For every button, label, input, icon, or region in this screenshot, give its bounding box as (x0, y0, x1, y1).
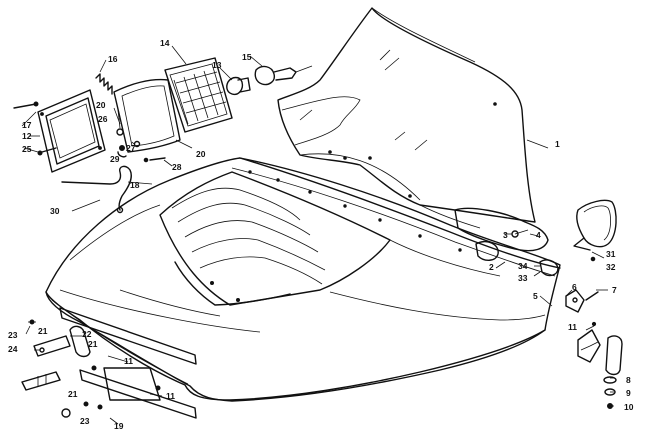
callout-21-center: 21 (88, 339, 98, 349)
headlight-lens (164, 57, 233, 133)
headlight-bezel (37, 89, 106, 173)
callout-12: 12 (22, 131, 32, 141)
hood (45, 157, 561, 402)
callout-2: 2 (489, 262, 494, 272)
callout-7: 7 (612, 285, 617, 295)
callout-26: 26 (98, 114, 108, 124)
wire-harness (61, 165, 132, 214)
callout-20-upper: 20 (96, 100, 106, 110)
callout-6: 6 (572, 282, 577, 292)
callout-16: 16 (108, 54, 118, 64)
callout-5: 5 (533, 291, 538, 301)
callout-labels: 1 2 3 4 5 6 7 8 9 10 11 11 11 12 13 14 1… (8, 38, 634, 431)
hinge-bracket-right (565, 289, 623, 409)
callout-11-lower: 11 (166, 391, 175, 401)
callout-15: 15 (242, 52, 252, 62)
callout-34: 34 (518, 261, 528, 271)
callout-21-lower: 21 (68, 389, 78, 399)
callout-23-upper: 23 (8, 330, 18, 340)
callout-17: 17 (22, 120, 32, 130)
callout-30: 30 (50, 206, 60, 216)
callout-8: 8 (626, 375, 631, 385)
callout-29: 29 (110, 154, 120, 164)
callout-27: 27 (126, 143, 136, 153)
headlight-screws (13, 101, 57, 156)
hinge-bracket-left (21, 307, 197, 419)
callout-31: 31 (606, 249, 616, 259)
callout-22: 22 (82, 329, 92, 339)
mirror-right (573, 199, 617, 262)
callout-23-lower: 23 (80, 416, 90, 426)
callout-10: 10 (624, 402, 634, 412)
callout-32: 32 (606, 262, 616, 272)
headlight-gasket (113, 78, 181, 153)
callout-28: 28 (172, 162, 182, 172)
callout-9: 9 (626, 388, 631, 398)
leader-lines (21, 45, 614, 425)
callout-11-center: 11 (124, 356, 133, 366)
callout-1: 1 (555, 139, 560, 149)
mirror-left (454, 207, 559, 277)
callout-25: 25 (22, 144, 32, 154)
callout-4: 4 (536, 230, 541, 240)
callout-33: 33 (518, 273, 528, 283)
callout-24: 24 (8, 344, 18, 354)
callout-19: 19 (114, 421, 124, 431)
callout-3: 3 (503, 230, 508, 240)
callout-18: 18 (130, 180, 140, 190)
callout-21-upper: 21 (38, 326, 48, 336)
callout-11-right: 11 (568, 322, 577, 332)
callout-14: 14 (160, 38, 170, 48)
headlight-spring (95, 73, 113, 95)
callout-20-lower: 20 (196, 149, 206, 159)
callout-13: 13 (212, 60, 222, 70)
headlight-bulb-socket (226, 65, 313, 96)
windshield (277, 7, 536, 223)
adjuster-parts (116, 128, 166, 163)
